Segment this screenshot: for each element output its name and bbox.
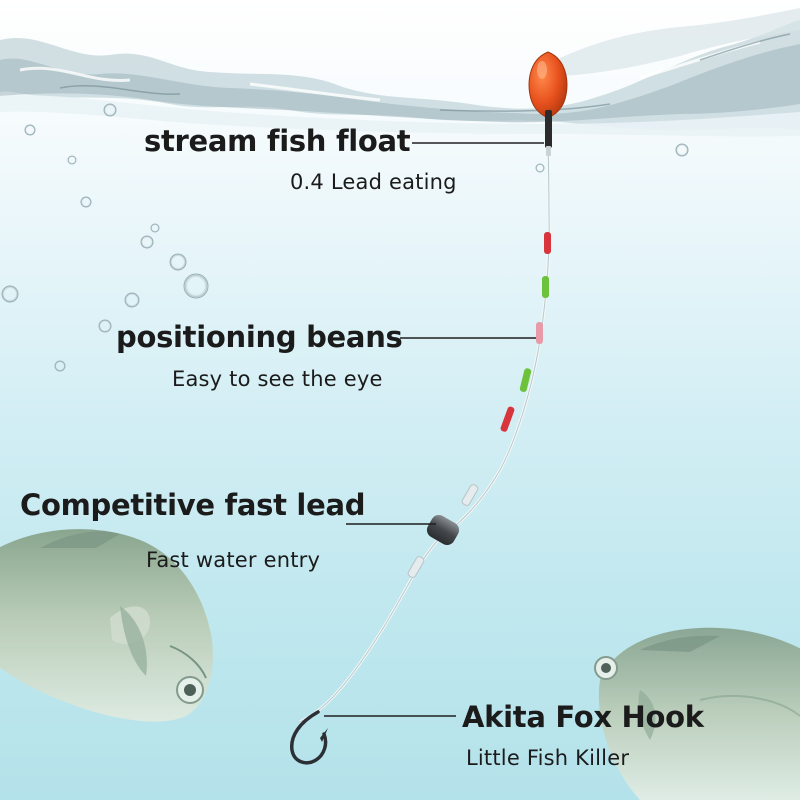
lead-label: Competitive fast lead: [20, 488, 366, 522]
lead-sublabel: Fast water entry: [146, 548, 321, 572]
fishing-float: [528, 51, 568, 156]
beans-sublabel: Easy to see the eye: [172, 367, 383, 391]
pomfret-fish: [594, 627, 800, 800]
air-bubbles: [1, 103, 689, 372]
pomfret-fish: [0, 529, 213, 722]
fishing-line: [299, 119, 551, 724]
beans-label: positioning beans: [116, 320, 403, 354]
float-sublabel: 0.4 Lead eating: [290, 170, 457, 194]
hook-label: Akita Fox Hook: [462, 700, 704, 734]
water-splash: [0, 8, 800, 137]
callout-leaders: [324, 142, 544, 717]
float-label: stream fish float: [144, 124, 411, 158]
hook-sublabel: Little Fish Killer: [466, 746, 630, 770]
positioning-bean: [500, 232, 551, 432]
lead-weight: [407, 484, 479, 578]
fish-hook: [290, 710, 328, 765]
